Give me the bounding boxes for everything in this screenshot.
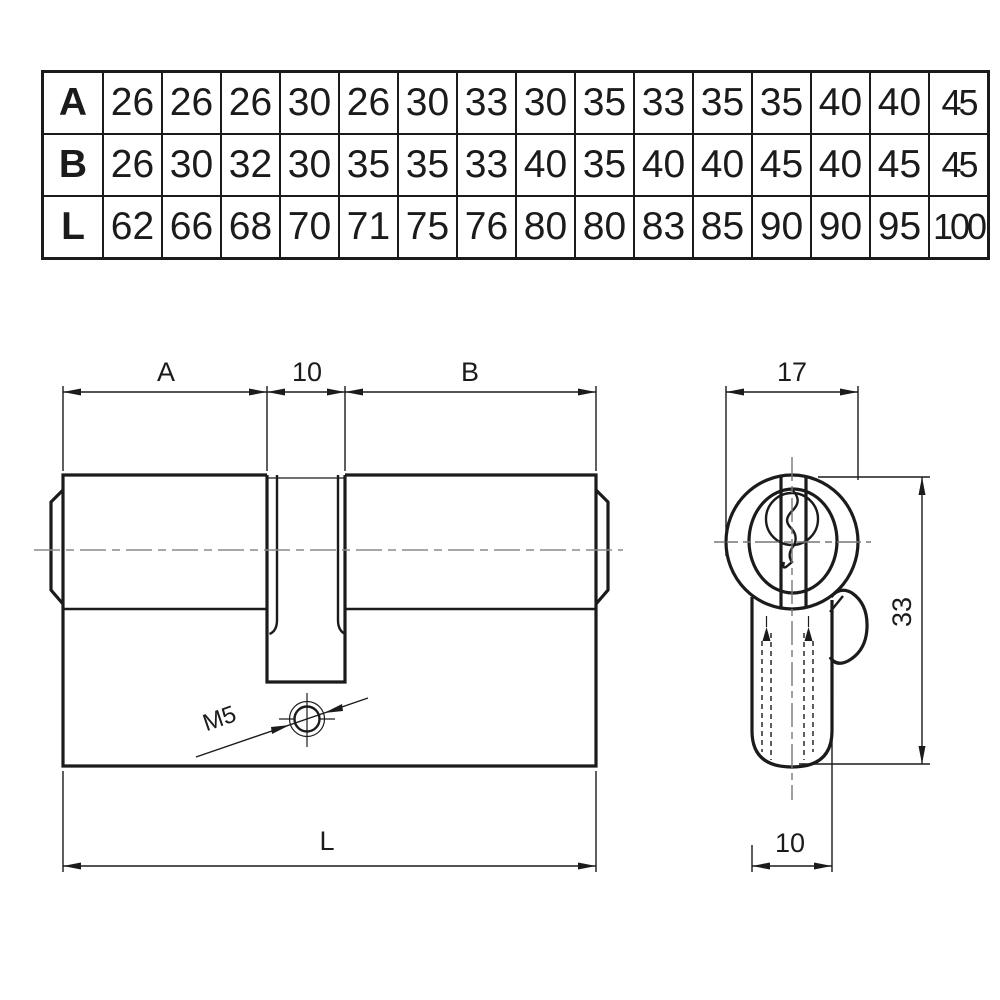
face-inner-ring bbox=[747, 487, 839, 595]
m5-leader: M5 bbox=[195, 697, 369, 758]
cylinder-body-outline bbox=[61, 473, 598, 768]
hidden-screw-channel bbox=[761, 616, 814, 760]
table-row-a: A 26 26 26 30 26 30 33 30 35 33 35 35 40… bbox=[41, 70, 990, 135]
cylinder-size-table: A 26 26 26 30 26 30 33 30 35 33 35 35 40… bbox=[41, 70, 990, 260]
side-view: M5 A 10 B L bbox=[34, 357, 623, 872]
table-cell: 26 bbox=[102, 133, 163, 197]
dim-17-label: 17 bbox=[777, 357, 807, 387]
table-cell: 40 bbox=[692, 133, 753, 197]
end-view: 17 33 10 bbox=[714, 357, 930, 872]
table-cell: 26 bbox=[220, 70, 281, 135]
top-dimensions: A 10 B bbox=[62, 357, 597, 471]
table-cell: 40 bbox=[869, 70, 930, 135]
dim-l-label: L bbox=[319, 826, 334, 856]
table-cell: 26 bbox=[161, 70, 222, 135]
m5-label: M5 bbox=[199, 701, 239, 737]
height-dimension: 33 bbox=[799, 476, 930, 765]
table-cell: 45 bbox=[751, 133, 812, 197]
table-cell: 30 bbox=[279, 133, 340, 197]
table-cell: 40 bbox=[810, 70, 871, 135]
table-row-b: B 26 30 32 30 35 35 33 40 35 40 40 45 40… bbox=[41, 133, 990, 197]
table-cell: 35 bbox=[338, 133, 399, 197]
table-cell: 70 bbox=[279, 195, 340, 260]
table-cell: 35 bbox=[397, 133, 458, 197]
table-cell: 35 bbox=[574, 70, 635, 135]
cam-lobe bbox=[828, 588, 869, 665]
table-cell: 33 bbox=[456, 70, 517, 135]
table-cell: 75 bbox=[397, 195, 458, 260]
table-cell: 71 bbox=[338, 195, 399, 260]
table-cell: 66 bbox=[161, 195, 222, 260]
table-cell: 32 bbox=[220, 133, 281, 197]
table-cell: 35 bbox=[692, 70, 753, 135]
table-cell: 90 bbox=[810, 195, 871, 260]
row-header-l: L bbox=[41, 195, 104, 260]
table-cell: 62 bbox=[102, 195, 163, 260]
table-cell: 85 bbox=[692, 195, 753, 260]
table-cell: 35 bbox=[751, 70, 812, 135]
width-dimension: 17 bbox=[725, 357, 859, 556]
table-cell: 30 bbox=[161, 133, 222, 197]
row-header-b: B bbox=[41, 133, 104, 197]
table-cell: 30 bbox=[279, 70, 340, 135]
foot-width-dimension: 10 bbox=[751, 700, 833, 872]
table-cell: 35 bbox=[574, 133, 635, 197]
table-cell: 26 bbox=[338, 70, 399, 135]
dim-b-label: B bbox=[461, 357, 479, 387]
row-header-a: A bbox=[41, 70, 104, 135]
table-cell: 95 bbox=[869, 195, 930, 260]
table-cell: 40 bbox=[810, 133, 871, 197]
right-end-cap bbox=[594, 488, 610, 606]
key-profile bbox=[782, 488, 799, 569]
table-cell: 30 bbox=[515, 70, 576, 135]
table-cell: 68 bbox=[220, 195, 281, 260]
table-cell: 45 bbox=[928, 133, 990, 197]
table-cell: 40 bbox=[633, 133, 694, 197]
table-cell: 33 bbox=[456, 133, 517, 197]
length-dimension: L bbox=[62, 771, 597, 872]
table-row-l: L 62 66 68 70 71 75 76 80 80 83 85 90 90… bbox=[41, 195, 990, 260]
table-cell: 40 bbox=[515, 133, 576, 197]
dim-foot-10-label: 10 bbox=[775, 828, 805, 858]
table-cell: 33 bbox=[633, 70, 694, 135]
table-cell: 100 bbox=[928, 195, 990, 260]
table-cell: 45 bbox=[928, 70, 990, 135]
left-end-cap bbox=[49, 488, 65, 606]
dim-33-label: 33 bbox=[887, 597, 917, 627]
cam-slot bbox=[265, 475, 347, 684]
table-cell: 30 bbox=[397, 70, 458, 135]
table-cell: 80 bbox=[515, 195, 576, 260]
dim-10-label: 10 bbox=[292, 357, 322, 387]
table-cell: 45 bbox=[869, 133, 930, 197]
table-cell: 83 bbox=[633, 195, 694, 260]
dim-a-label: A bbox=[157, 357, 175, 387]
table-cell: 76 bbox=[456, 195, 517, 260]
table-cell: 80 bbox=[574, 195, 635, 260]
table-cell: 26 bbox=[102, 70, 163, 135]
cam-lobe-edge bbox=[829, 595, 844, 613]
table-cell: 90 bbox=[751, 195, 812, 260]
m5-thread-hole bbox=[279, 693, 335, 747]
cam-slot-inner-walls bbox=[268, 475, 347, 636]
